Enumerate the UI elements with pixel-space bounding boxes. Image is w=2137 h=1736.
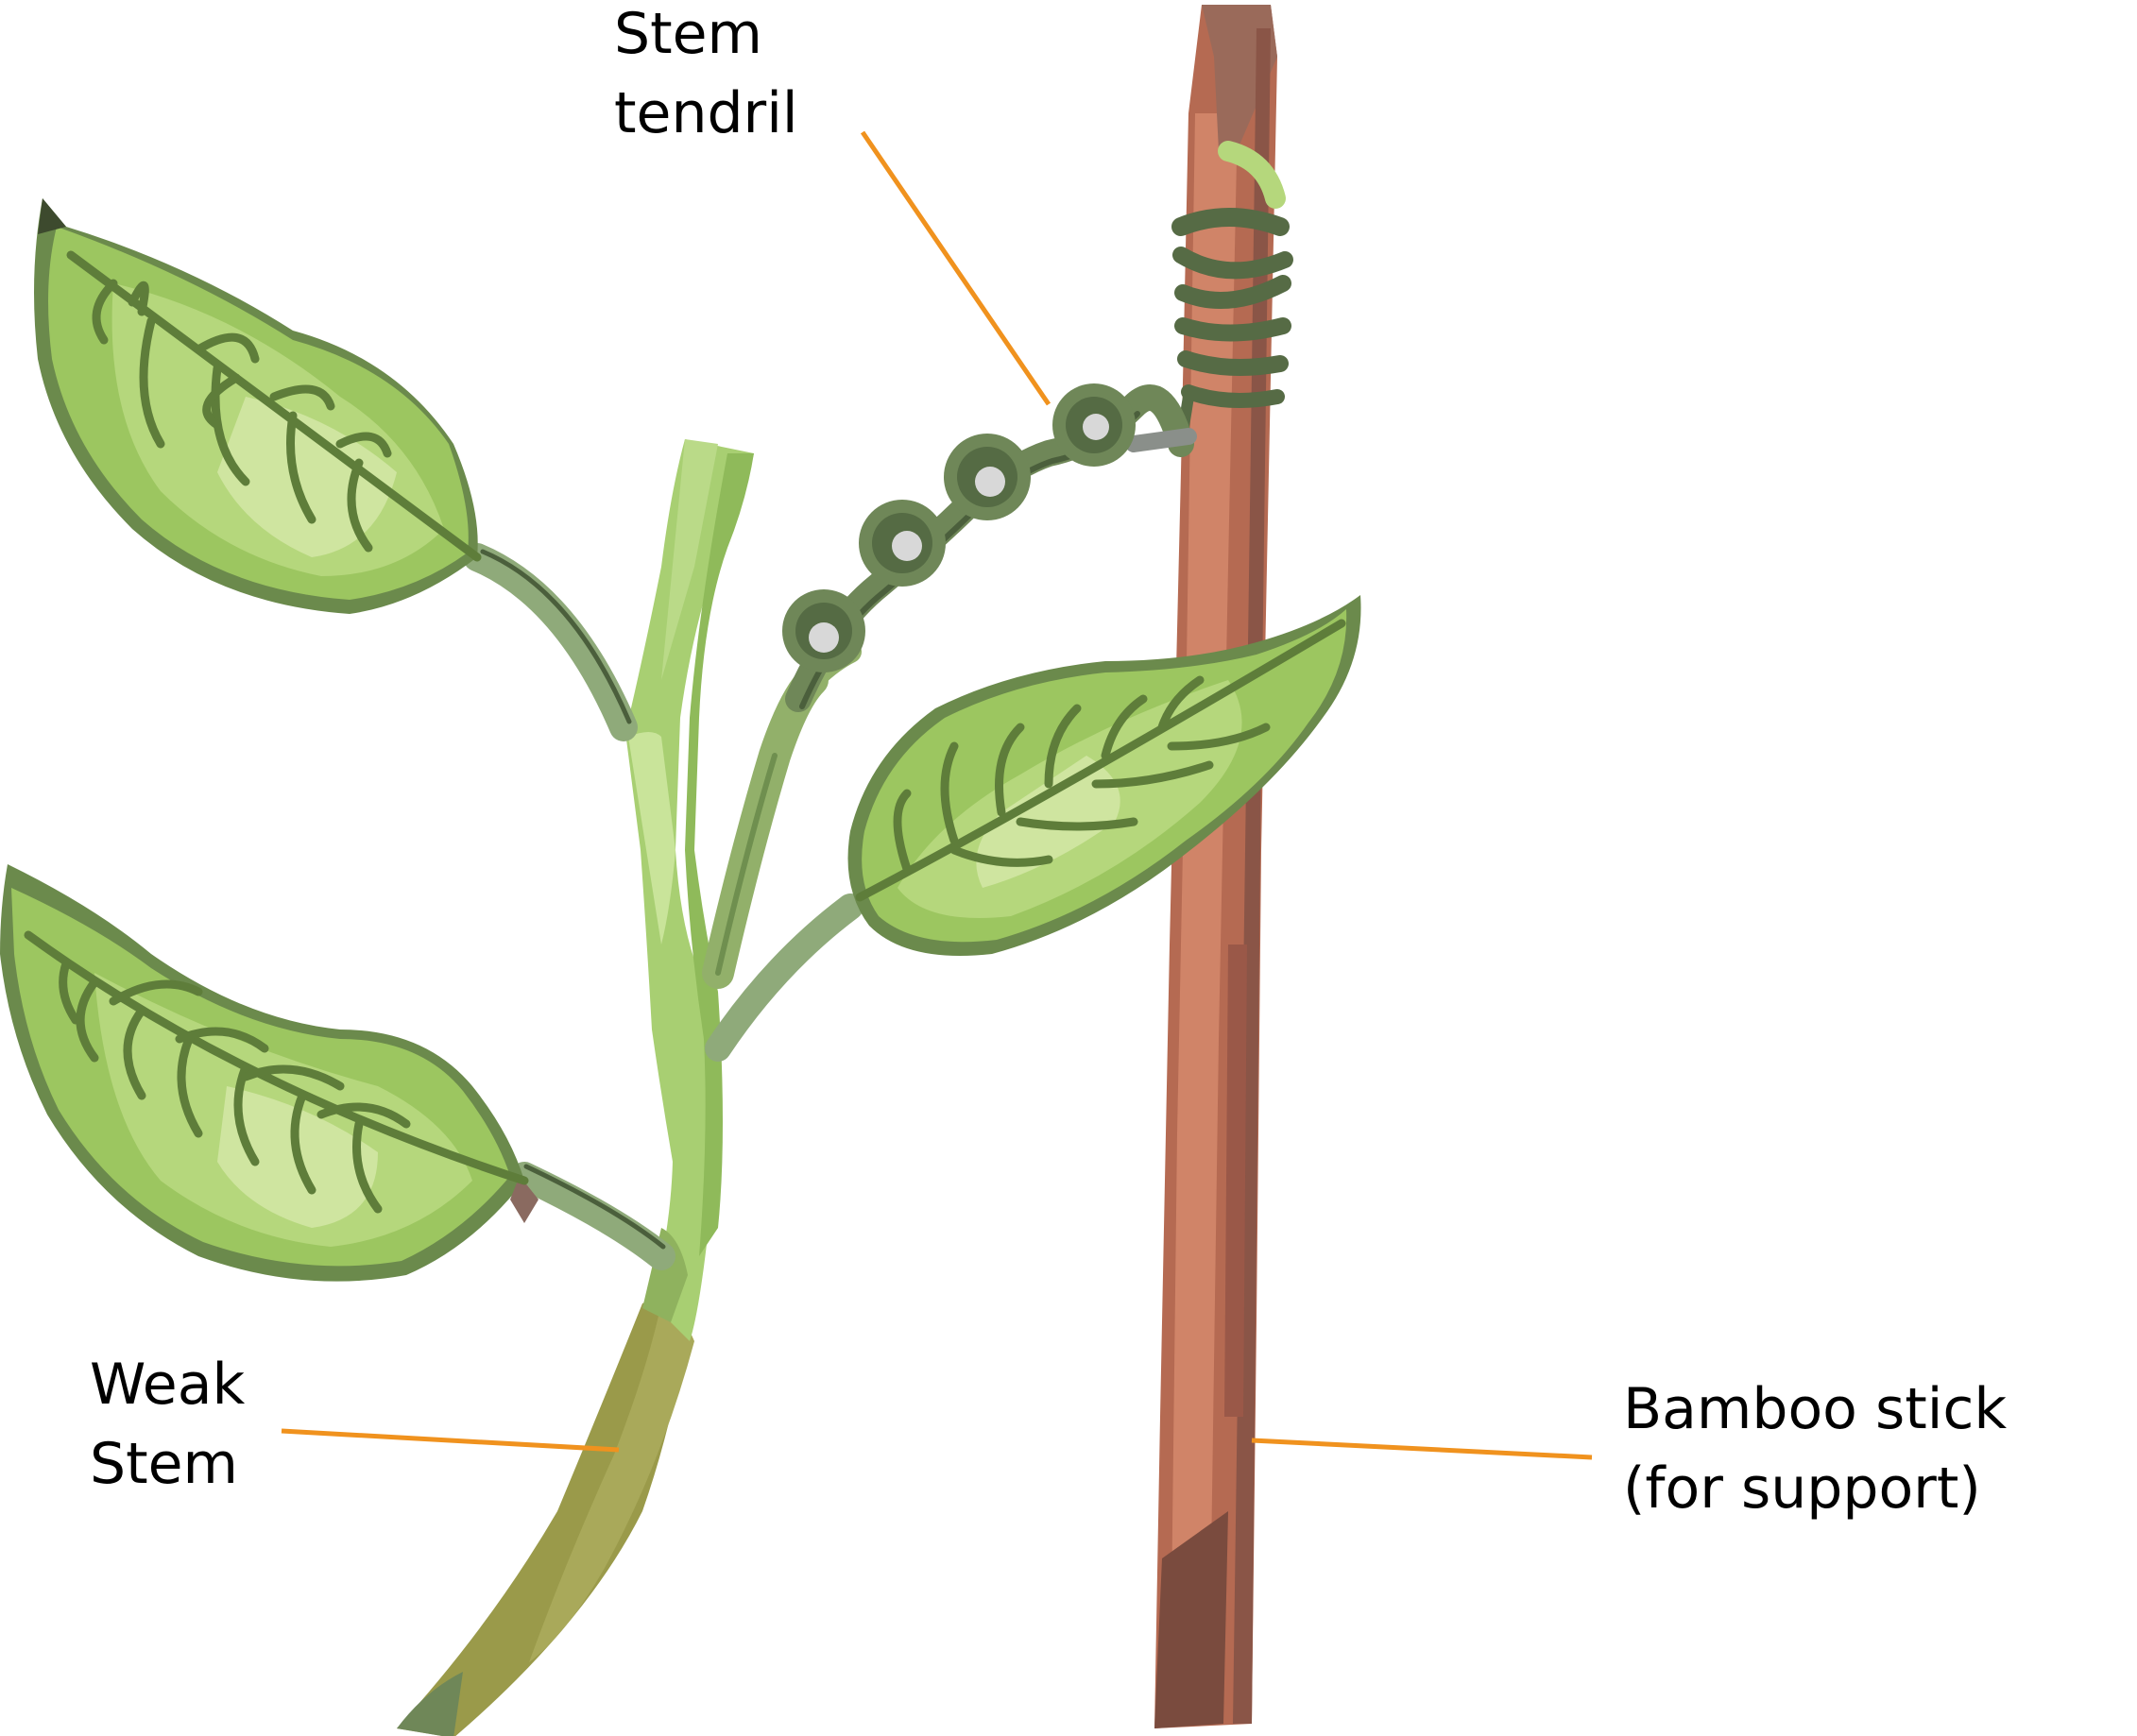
label-bamboo-stick-line2: (for support) [1623, 1455, 1981, 1522]
label-stem-tendril: Stem tendril [614, 0, 798, 153]
label-bamboo-stick-line1: Bamboo stick [1623, 1376, 2008, 1442]
tendril-coil [1171, 141, 1293, 450]
leaf-top-left [34, 198, 482, 614]
label-weak-stem: Weak Stem [90, 1345, 245, 1504]
label-weak-stem-line1: Weak [90, 1352, 246, 1418]
main-stem [625, 439, 754, 1341]
leader-line-stem-tendril [860, 130, 1051, 406]
label-bamboo-stick: Bamboo stick (for support) [1623, 1370, 2007, 1528]
leaf-bottom-left [0, 864, 539, 1282]
weak-stem [397, 1300, 694, 1736]
leader-lines [281, 130, 1593, 1460]
leader-line-bamboo-stick [1251, 1438, 1593, 1460]
leader-line-weak-stem [281, 1428, 620, 1453]
label-weak-stem-line2: Stem [90, 1431, 238, 1497]
tendril-curl-2 [859, 500, 946, 587]
tendril-curl-3 [944, 434, 1031, 520]
tendril-curls [782, 383, 1136, 672]
leaf-right [847, 595, 1361, 956]
tendril-curl-4 [1052, 383, 1136, 467]
label-stem-tendril-line2: tendril [614, 80, 798, 146]
tendril-curl-1 [782, 589, 865, 672]
leaf-petioles [463, 543, 863, 1270]
label-stem-tendril-line1: Stem [614, 1, 762, 67]
